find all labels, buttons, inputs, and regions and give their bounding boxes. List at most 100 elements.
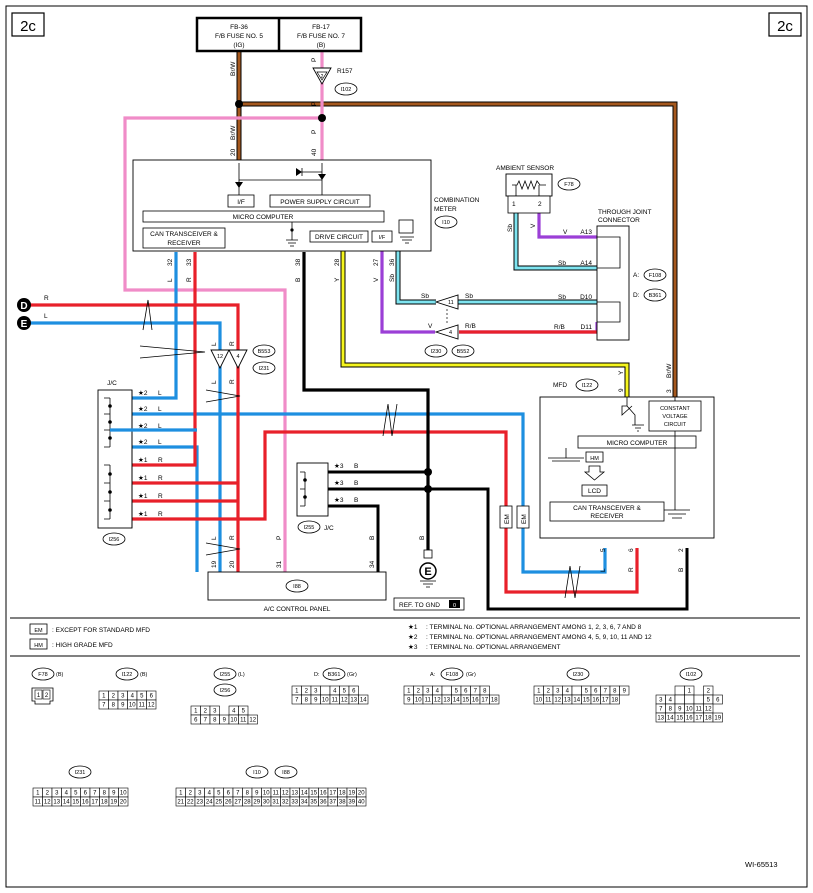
svg-text:12: 12 <box>148 703 155 709</box>
svg-text:4: 4 <box>232 709 236 715</box>
svg-text:2: 2 <box>189 791 193 797</box>
svg-text:6: 6 <box>194 718 198 724</box>
svg-text:3: 3 <box>426 689 430 695</box>
svg-text:B: B <box>369 536 376 540</box>
svg-text:18: 18 <box>339 791 346 797</box>
wire-pink-b <box>123 50 324 572</box>
svg-text:9: 9 <box>223 718 227 724</box>
svg-text:6: 6 <box>227 791 231 797</box>
svg-text:(Gr): (Gr) <box>347 672 357 678</box>
svg-text:THROUGH JOINT: THROUGH JOINT <box>598 209 651 216</box>
svg-text:RECEIVER: RECEIVER <box>590 513 624 520</box>
svg-text:HM: HM <box>590 456 599 462</box>
svg-text:13: 13 <box>443 698 450 704</box>
svg-text:17: 17 <box>602 698 609 704</box>
svg-text:CAN TRANSCEIVER &: CAN TRANSCEIVER & <box>573 505 641 512</box>
svg-text:I88: I88 <box>282 770 290 776</box>
svg-text:9: 9 <box>255 791 259 797</box>
svg-text:★2: ★2 <box>138 438 148 446</box>
svg-text:8: 8 <box>305 698 309 704</box>
svg-text:34: 34 <box>369 560 376 568</box>
svg-text:14: 14 <box>453 698 460 704</box>
svg-text:38: 38 <box>339 800 346 806</box>
svg-text:30: 30 <box>263 800 270 806</box>
svg-text:I122: I122 <box>122 672 133 678</box>
svg-text:6: 6 <box>84 791 88 797</box>
svg-text:I231: I231 <box>75 770 86 776</box>
svg-text:4: 4 <box>65 791 69 797</box>
svg-text:3: 3 <box>55 791 59 797</box>
svg-text:1: 1 <box>512 201 516 208</box>
svg-text:10: 10 <box>120 791 127 797</box>
svg-text:B361: B361 <box>328 672 341 678</box>
svg-text:5: 5 <box>74 791 78 797</box>
svg-text:I256: I256 <box>220 688 231 694</box>
svg-text:35: 35 <box>310 800 317 806</box>
connector-r157: 2 R157 I102 <box>312 67 358 96</box>
label-f108: F108 <box>649 273 662 279</box>
svg-text:J/C: J/C <box>107 380 117 387</box>
label-r157: R157 <box>337 68 353 75</box>
svg-text:Sb: Sb <box>465 293 473 300</box>
svg-text:14: 14 <box>360 698 367 704</box>
edge-connector-d: D <box>20 301 27 312</box>
svg-text:3: 3 <box>198 791 202 797</box>
svg-text:VOLTAGE: VOLTAGE <box>662 414 687 420</box>
svg-text:9: 9 <box>678 707 682 713</box>
legend-note-1: : TERMINAL No. OPTIONAL ARRANGEMENT AMON… <box>426 624 642 631</box>
svg-text:Sb: Sb <box>421 293 429 300</box>
svg-text:15: 15 <box>676 716 683 722</box>
ground-e: B E REF. TO GND 0 <box>393 536 465 611</box>
svg-text:P: P <box>276 536 283 540</box>
svg-text:★2: ★2 <box>138 405 148 413</box>
svg-text:1: 1 <box>688 689 692 695</box>
svg-text:L: L <box>158 390 162 397</box>
svg-text:★1: ★1 <box>138 474 148 482</box>
svg-text:13: 13 <box>564 698 571 704</box>
svg-text:8: 8 <box>213 718 217 724</box>
label-b552: B552 <box>457 349 470 355</box>
svg-text:★2: ★2 <box>138 389 148 397</box>
legend-hm: : HIGH GRADE MFD <box>52 642 113 649</box>
svg-text:31: 31 <box>276 560 283 568</box>
em-markers: EM EM <box>499 505 530 529</box>
label-f78: F78 <box>564 182 573 188</box>
fuse-right-note: (B) <box>317 42 326 49</box>
svg-text:L: L <box>44 313 48 320</box>
svg-text:6: 6 <box>716 698 720 704</box>
wire-red-r <box>24 252 639 594</box>
svg-text:24: 24 <box>206 800 213 806</box>
svg-text:1: 1 <box>194 709 198 715</box>
svg-text:5: 5 <box>140 694 144 700</box>
svg-text:2: 2 <box>45 693 49 699</box>
svg-text:9: 9 <box>121 703 125 709</box>
svg-text:9: 9 <box>314 698 318 704</box>
svg-text:15: 15 <box>462 698 469 704</box>
svg-text:1: 1 <box>179 791 183 797</box>
svg-text:B: B <box>354 463 358 470</box>
svg-text:12: 12 <box>282 791 289 797</box>
svg-text:P: P <box>311 58 318 62</box>
label-i230: I230 <box>431 349 442 355</box>
svg-text:J/C: J/C <box>324 525 334 532</box>
meter-pin-labels: 32 33 38 28 27 36 L R B Y V Sb <box>167 258 396 282</box>
svg-text:7: 7 <box>204 718 208 724</box>
svg-text:3: 3 <box>314 689 318 695</box>
svg-text:18: 18 <box>705 716 712 722</box>
svg-text:16: 16 <box>82 800 89 806</box>
svg-text:32: 32 <box>282 800 289 806</box>
fuse-right-name: FB-17 <box>312 24 330 31</box>
svg-text:13: 13 <box>291 791 298 797</box>
connector-i230-b552: 11 4 Sb Sb V R/B I230 B552 <box>421 293 476 358</box>
svg-text:EM: EM <box>521 514 528 524</box>
legend-note-3: : TERMINAL No. OPTIONAL ARRANGEMENT <box>426 644 561 651</box>
svg-text:16: 16 <box>472 698 479 704</box>
fuse-left-name: FB-36 <box>230 24 248 31</box>
svg-text:R: R <box>229 341 236 346</box>
svg-text:B: B <box>419 536 426 540</box>
svg-text:10: 10 <box>322 698 329 704</box>
svg-text:11: 11 <box>425 698 432 704</box>
top-wire-labels: Br/W P P Br/W P 20 40 Br/W 3 <box>230 58 673 393</box>
